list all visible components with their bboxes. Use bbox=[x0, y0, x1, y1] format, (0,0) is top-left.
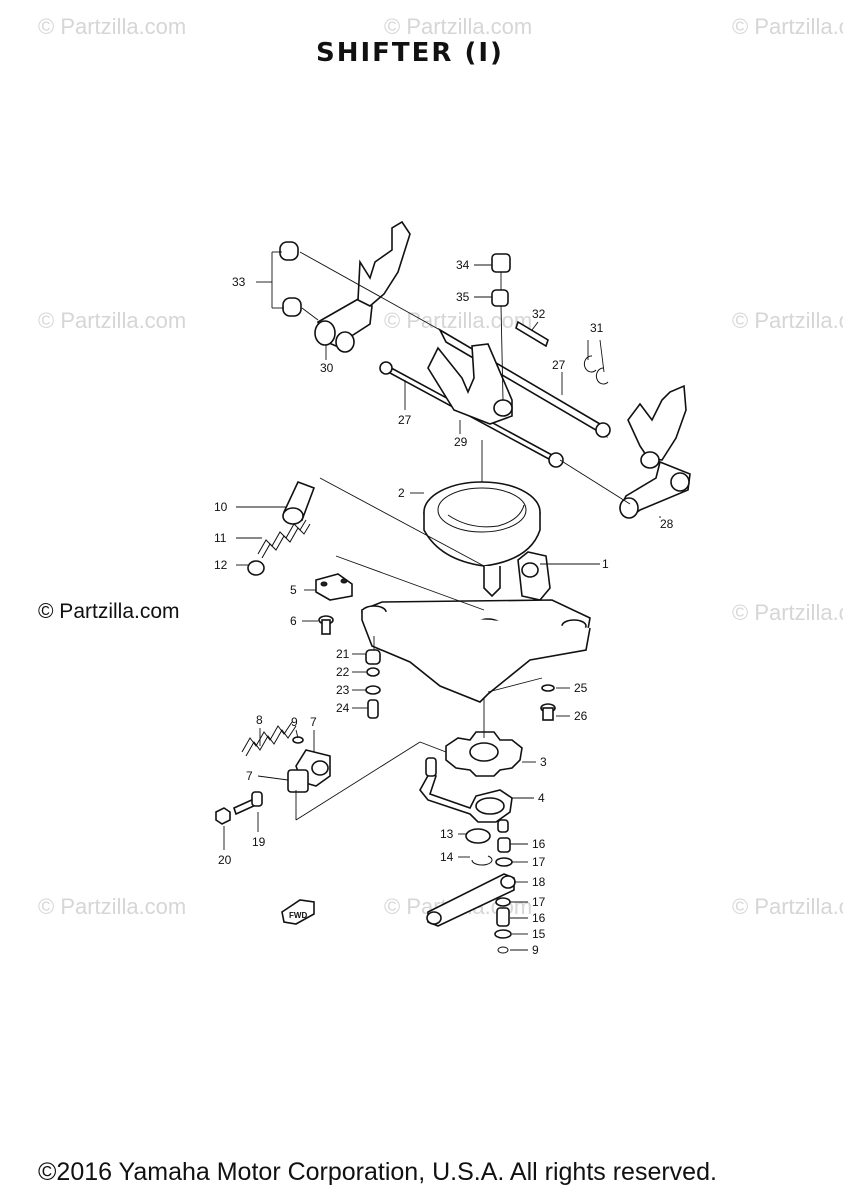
callout-31: 31 bbox=[590, 321, 604, 335]
shift-lever-4 bbox=[419, 757, 513, 833]
ratchet-wheel-3 bbox=[445, 731, 523, 777]
washer-13 bbox=[465, 828, 491, 844]
callout-10: 10 bbox=[214, 500, 228, 514]
shift-pin-34-35 bbox=[491, 253, 511, 307]
callout-12: 12 bbox=[214, 558, 228, 572]
circlip-14 bbox=[471, 855, 493, 866]
callout-labels: 33 30 27 34 35 32 31 27 29 2 28 1 10 11 … bbox=[214, 258, 674, 957]
leader-lines bbox=[223, 251, 661, 951]
shift-fork-28 bbox=[618, 384, 691, 519]
callout-17-upper: 17 bbox=[532, 855, 546, 869]
pin-32 bbox=[515, 320, 549, 348]
callout-3: 3 bbox=[540, 755, 547, 769]
callout-16-lower: 16 bbox=[532, 911, 546, 925]
callout-2: 2 bbox=[398, 486, 405, 500]
circlip-31 bbox=[583, 355, 609, 385]
nut-20 bbox=[215, 807, 231, 825]
callout-15: 15 bbox=[532, 927, 546, 941]
callout-11: 11 bbox=[214, 531, 227, 545]
watermark-mid-right: © Partzilla.com bbox=[732, 308, 843, 333]
callout-29: 29 bbox=[454, 435, 468, 449]
shift-cam-plate-2 bbox=[423, 481, 541, 567]
callout-9-upper: 9 bbox=[291, 715, 298, 729]
bush-33 bbox=[279, 241, 302, 317]
link-rod-18 bbox=[426, 873, 516, 927]
shift-fork-30 bbox=[314, 220, 411, 353]
washer-15 bbox=[494, 929, 512, 939]
callout-27-right: 27 bbox=[552, 358, 566, 372]
callout-4: 4 bbox=[538, 791, 545, 805]
spring-8 bbox=[241, 721, 297, 757]
watermark-mid-left: © Partzilla.com bbox=[38, 308, 187, 333]
callout-22: 22 bbox=[336, 665, 350, 679]
callout-9-lower: 9 bbox=[532, 943, 539, 957]
callout-19: 19 bbox=[252, 835, 266, 849]
spring-16-lower bbox=[496, 907, 510, 927]
callout-14: 14 bbox=[440, 850, 454, 864]
watermark-bottom-right: © Partzilla.com bbox=[732, 894, 843, 919]
screw-6 bbox=[318, 615, 334, 635]
watermark-top-right: © Partzilla.com bbox=[732, 14, 843, 39]
callout-16-upper: 16 bbox=[532, 837, 546, 851]
callout-5: 5 bbox=[290, 583, 297, 597]
callout-35: 35 bbox=[456, 290, 470, 304]
callout-6: 6 bbox=[290, 614, 297, 628]
washer-17-lower bbox=[495, 897, 511, 907]
washer-17-upper bbox=[495, 857, 513, 867]
callout-28: 28 bbox=[660, 517, 674, 531]
washer-25 bbox=[541, 684, 555, 692]
callout-7-lower: 7 bbox=[246, 769, 253, 783]
fwd-label: FWD bbox=[289, 911, 307, 920]
callout-26: 26 bbox=[574, 709, 588, 723]
watermark-right-2: © Partzilla.com bbox=[732, 600, 843, 625]
copyright-notice: ©2016 Yamaha Motor Corporation, U.S.A. A… bbox=[38, 1158, 717, 1186]
watermark-top-center: © Partzilla.com bbox=[384, 14, 533, 39]
callout-32: 32 bbox=[532, 307, 546, 321]
callout-7-upper: 7 bbox=[310, 715, 317, 729]
ball-12 bbox=[247, 560, 265, 576]
callout-25: 25 bbox=[574, 681, 588, 695]
shift-lever-7 bbox=[287, 749, 331, 793]
callout-27-left: 27 bbox=[398, 413, 412, 427]
callout-24: 24 bbox=[336, 701, 350, 715]
shift-shaft-right bbox=[438, 327, 611, 439]
watermark-left-bold: © Partzilla.com bbox=[38, 600, 180, 623]
circlip-9-lower bbox=[497, 946, 509, 954]
callout-1: 1 bbox=[602, 557, 609, 571]
callout-13: 13 bbox=[440, 827, 454, 841]
callout-17-lower: 17 bbox=[532, 895, 546, 909]
spring-11 bbox=[257, 519, 311, 559]
shifter-base-plate bbox=[360, 599, 591, 703]
screw-26 bbox=[540, 703, 556, 721]
callout-23: 23 bbox=[336, 683, 350, 697]
diagram-title: SHIFTER (I) bbox=[316, 38, 504, 68]
watermark-bottom-left: © Partzilla.com bbox=[38, 894, 187, 919]
stopper-plate-5 bbox=[315, 573, 353, 601]
callout-20: 20 bbox=[218, 853, 232, 867]
callout-30: 30 bbox=[320, 361, 334, 375]
callout-21: 21 bbox=[336, 647, 350, 661]
fwd-arrow-icon: FWD bbox=[281, 899, 315, 925]
bolt-19 bbox=[233, 791, 263, 816]
stopper-10 bbox=[282, 480, 316, 525]
watermark-top-left: © Partzilla.com bbox=[38, 14, 187, 39]
callout-8: 8 bbox=[256, 713, 263, 727]
callout-34: 34 bbox=[456, 258, 470, 272]
callout-33: 33 bbox=[232, 275, 246, 289]
spring-16-upper bbox=[497, 837, 511, 853]
collar-stack-21-24 bbox=[365, 649, 381, 719]
callout-18: 18 bbox=[532, 875, 546, 889]
